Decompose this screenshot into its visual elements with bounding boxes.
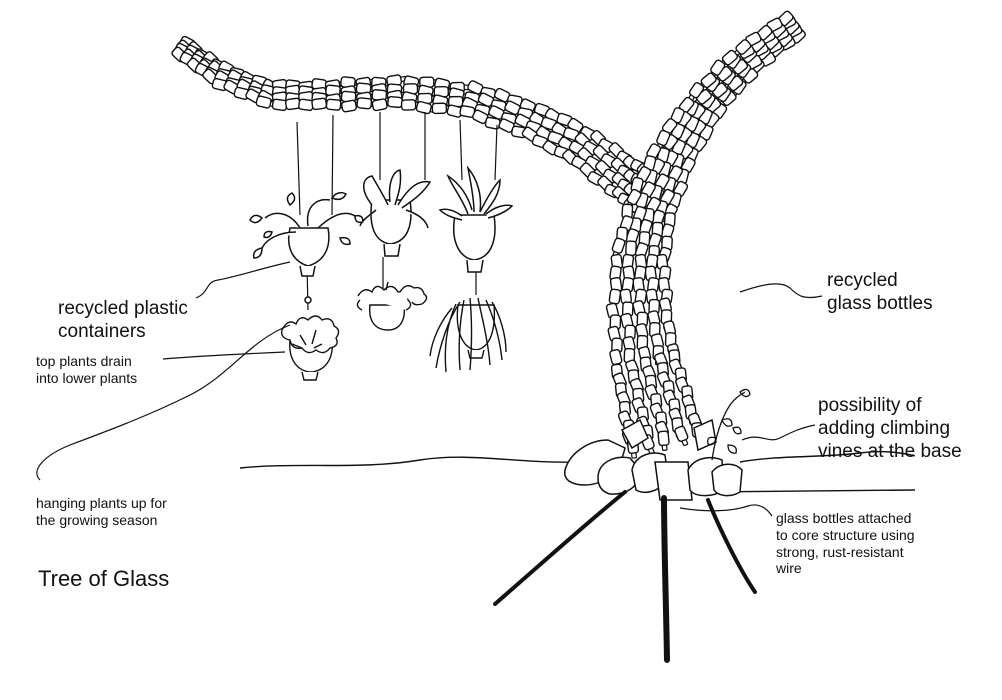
label-line: the growing season [36, 511, 158, 528]
base-bottles [564, 418, 743, 501]
label-line: top plants drain [36, 353, 132, 369]
glass-bottle [673, 424, 692, 448]
diagram-title: Tree of Glass [38, 566, 170, 591]
label-line: possibility of [818, 395, 922, 416]
hanging-strings [296, 112, 498, 311]
label-recycled-plastic-containers: recycled plastic containers [58, 298, 188, 344]
hanging-planter-1 [249, 191, 364, 304]
glass-bottle [657, 430, 671, 452]
label-recycled-glass-bottles: recycled glass bottles [827, 270, 933, 316]
label-line: strong, rust-resistant [776, 543, 904, 560]
label-line: glass bottles attached [776, 510, 912, 526]
label-line: vines at the base [818, 440, 962, 462]
label-climbing-vines: possibility of adding climbing vines at … [818, 395, 962, 463]
hanging-planter-3 [438, 165, 514, 273]
support-wires [493, 490, 757, 663]
label-line: containers [58, 320, 146, 342]
label-top-plants-drain: top plants drain into lower plants [36, 353, 137, 387]
label-line: into lower plants [36, 369, 138, 386]
label-line: glass bottles [827, 292, 933, 314]
label-wire-attachment: glass bottles attached to core structure… [776, 510, 915, 577]
label-line: recycled [827, 270, 898, 291]
hanging-planter-3-lower [429, 297, 507, 373]
label-line: recycled plastic [58, 298, 188, 319]
label-hanging-plants: hanging plants up for the growing season [36, 495, 167, 529]
hanging-planter-1-lower [280, 315, 340, 381]
hanging-planter-2 [359, 169, 432, 257]
hanging-planter-2-lower [356, 281, 428, 331]
label-line: hanging plants up for [36, 495, 167, 511]
climbing-vines [707, 388, 751, 461]
label-line: to core structure using [776, 526, 915, 543]
label-line: wire [776, 560, 802, 577]
label-line: adding climbing [818, 417, 951, 439]
